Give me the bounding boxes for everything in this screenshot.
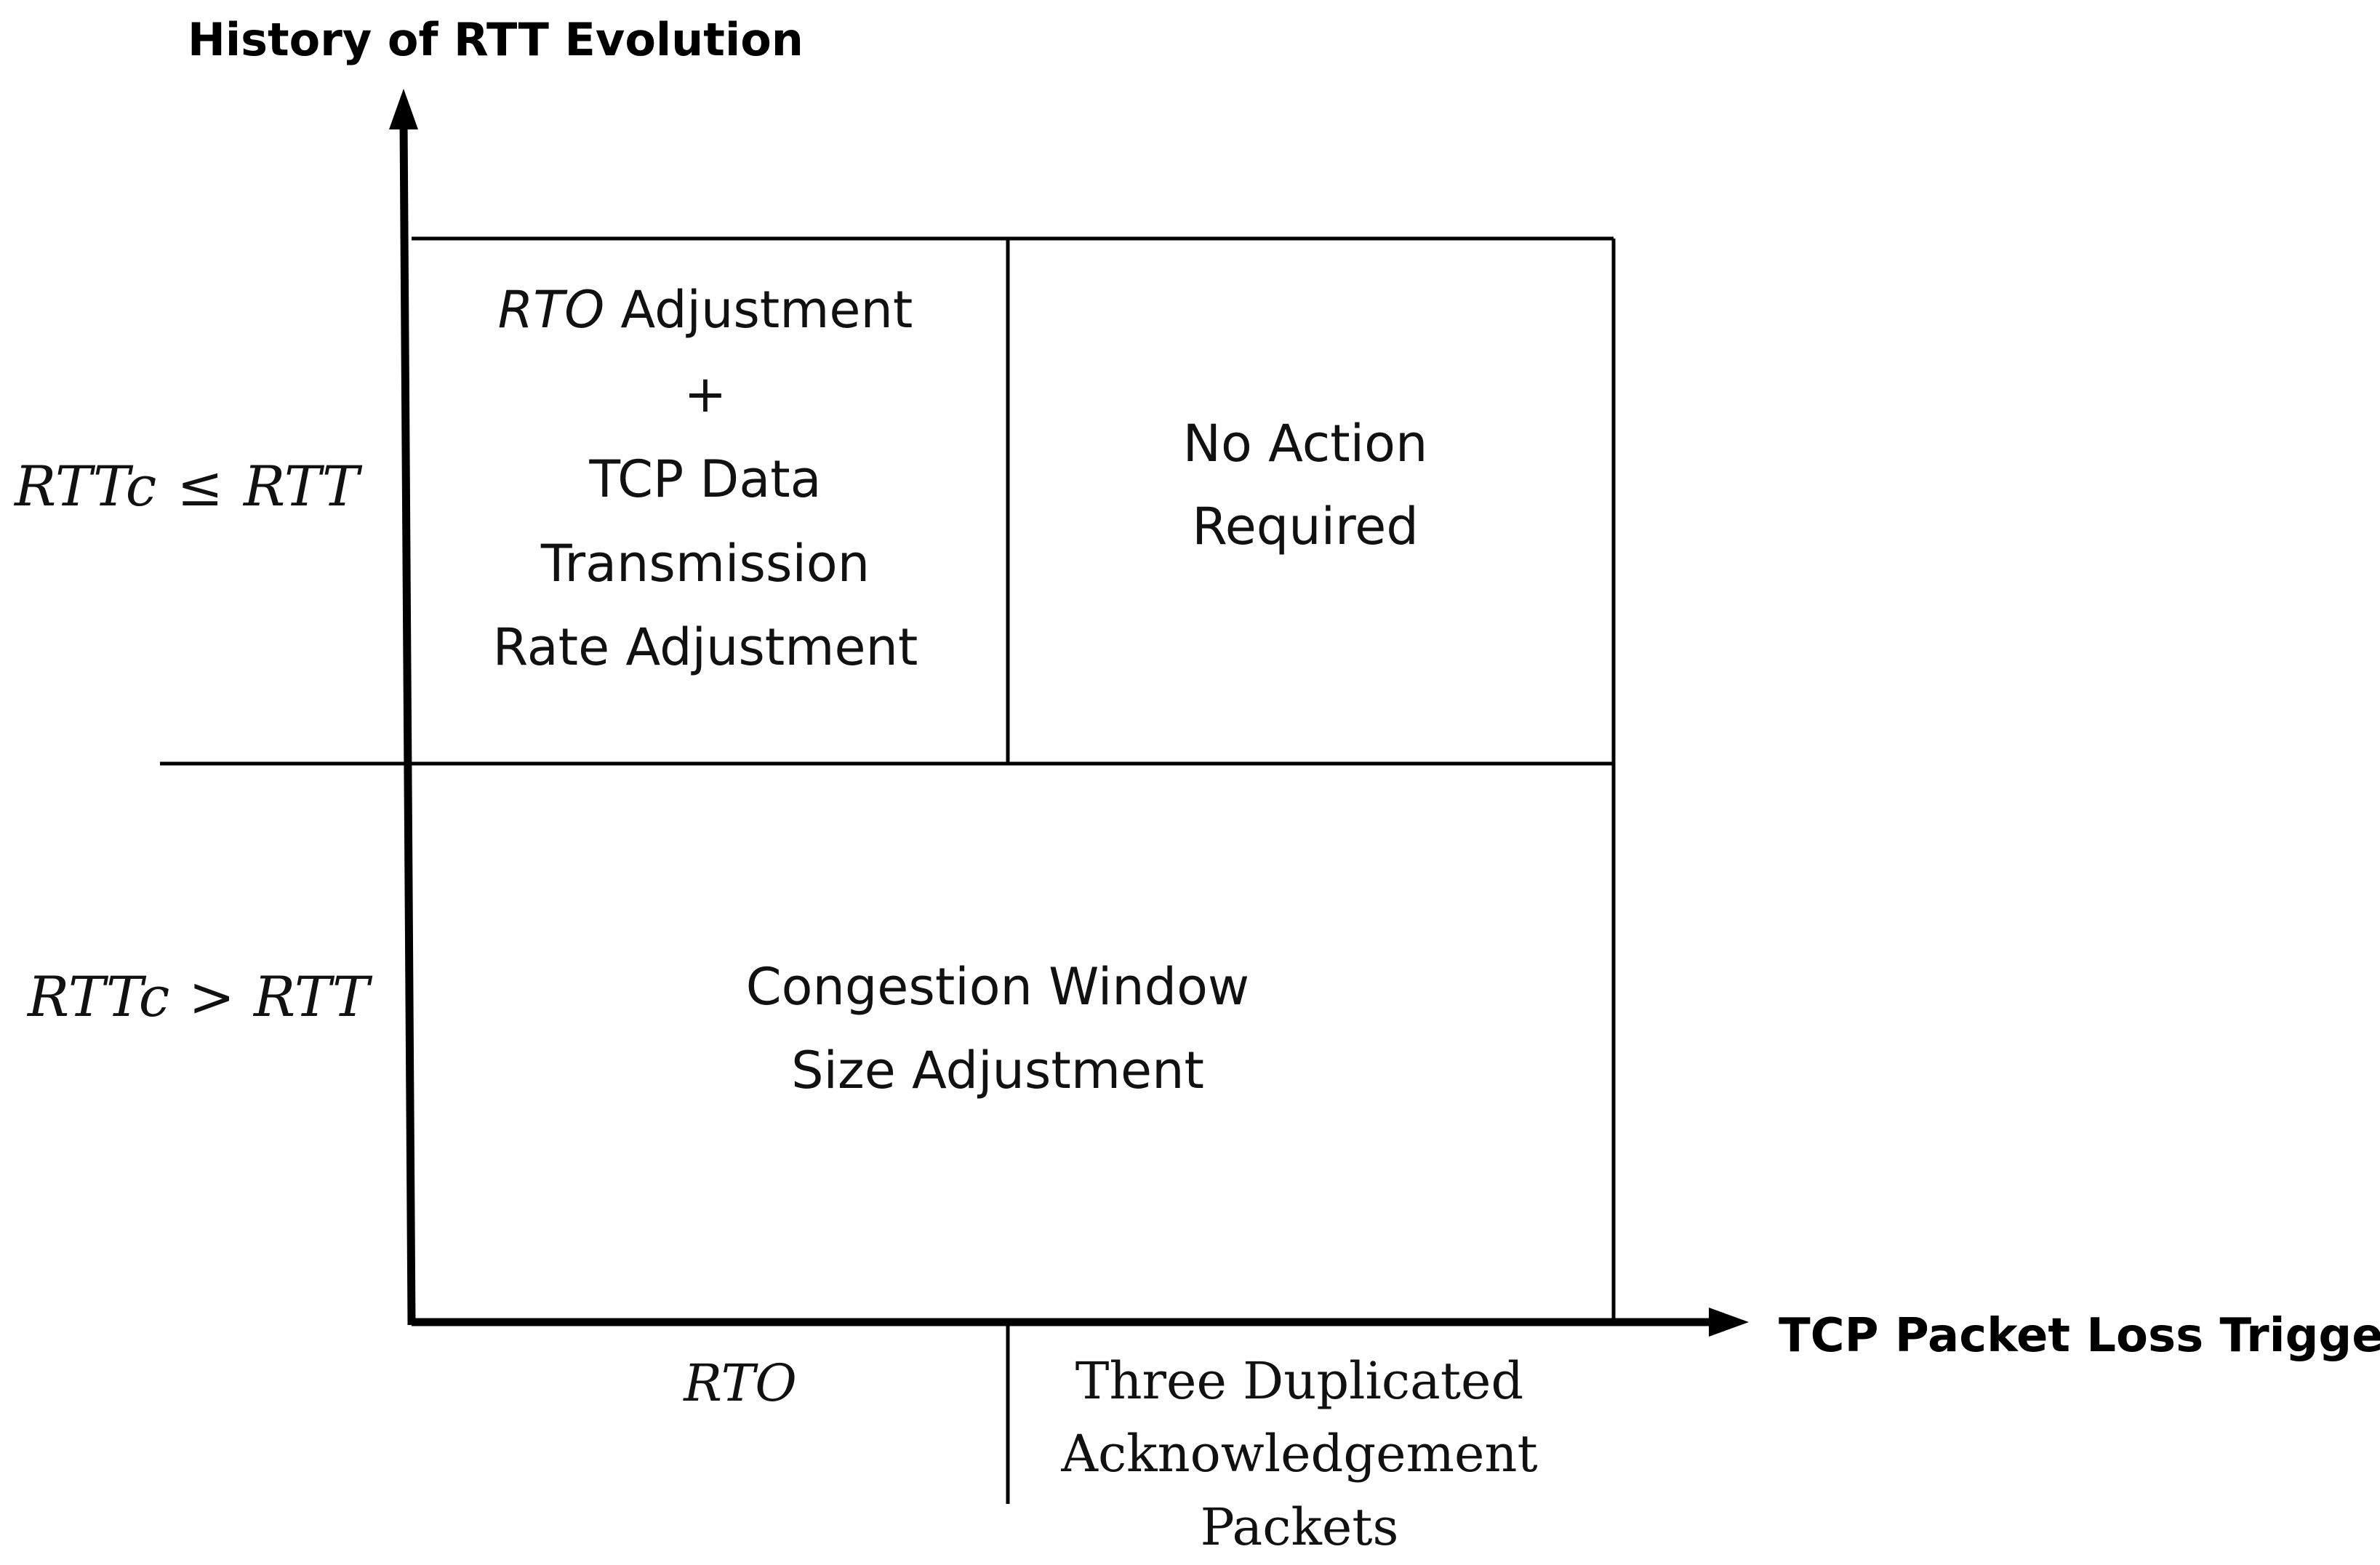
cell-top-left: RTO Adjustment + TCP Data Transmission R… xyxy=(493,280,918,677)
cell-top-right-line2: Required xyxy=(1192,497,1419,556)
column-label-three-dup-acks: Three Duplicated Acknowledgement Packets xyxy=(1060,1351,1537,1557)
cell-top-left-line5: Rate Adjustment xyxy=(493,617,918,677)
x-axis-arrowhead xyxy=(1709,1308,1749,1337)
column-label-rto: RTO xyxy=(682,1353,797,1413)
row-label-lower: RTTc>RTT xyxy=(26,964,373,1029)
cell-top-left-line1: RTO Adjustment xyxy=(498,280,913,340)
column-label-right-line3: Packets xyxy=(1201,1497,1399,1557)
column-label-right-line1: Three Duplicated xyxy=(1075,1351,1523,1411)
cell-top-left-line3: TCP Data xyxy=(588,449,821,509)
y-axis-line xyxy=(399,119,416,1326)
cell-bottom-line1: Congestion Window xyxy=(746,957,1249,1017)
cell-bottom: Congestion Window Size Adjustment xyxy=(746,957,1249,1100)
y-axis-arrowhead xyxy=(389,89,418,129)
y-axis-title: History of RTT Evolution xyxy=(188,13,804,66)
cell-bottom-line2: Size Adjustment xyxy=(791,1041,1204,1100)
row-label-upper: RTTc≤RTT xyxy=(13,454,363,519)
cell-top-left-plus: + xyxy=(684,364,727,424)
column-label-right-line2: Acknowledgement xyxy=(1060,1424,1537,1484)
cell-top-right-line1: No Action xyxy=(1183,414,1428,473)
x-axis-title: TCP Packet Loss Triggers xyxy=(1779,1309,2380,1363)
cell-top-right: No Action Required xyxy=(1183,414,1428,556)
cell-top-left-line4: Transmission xyxy=(540,534,870,593)
